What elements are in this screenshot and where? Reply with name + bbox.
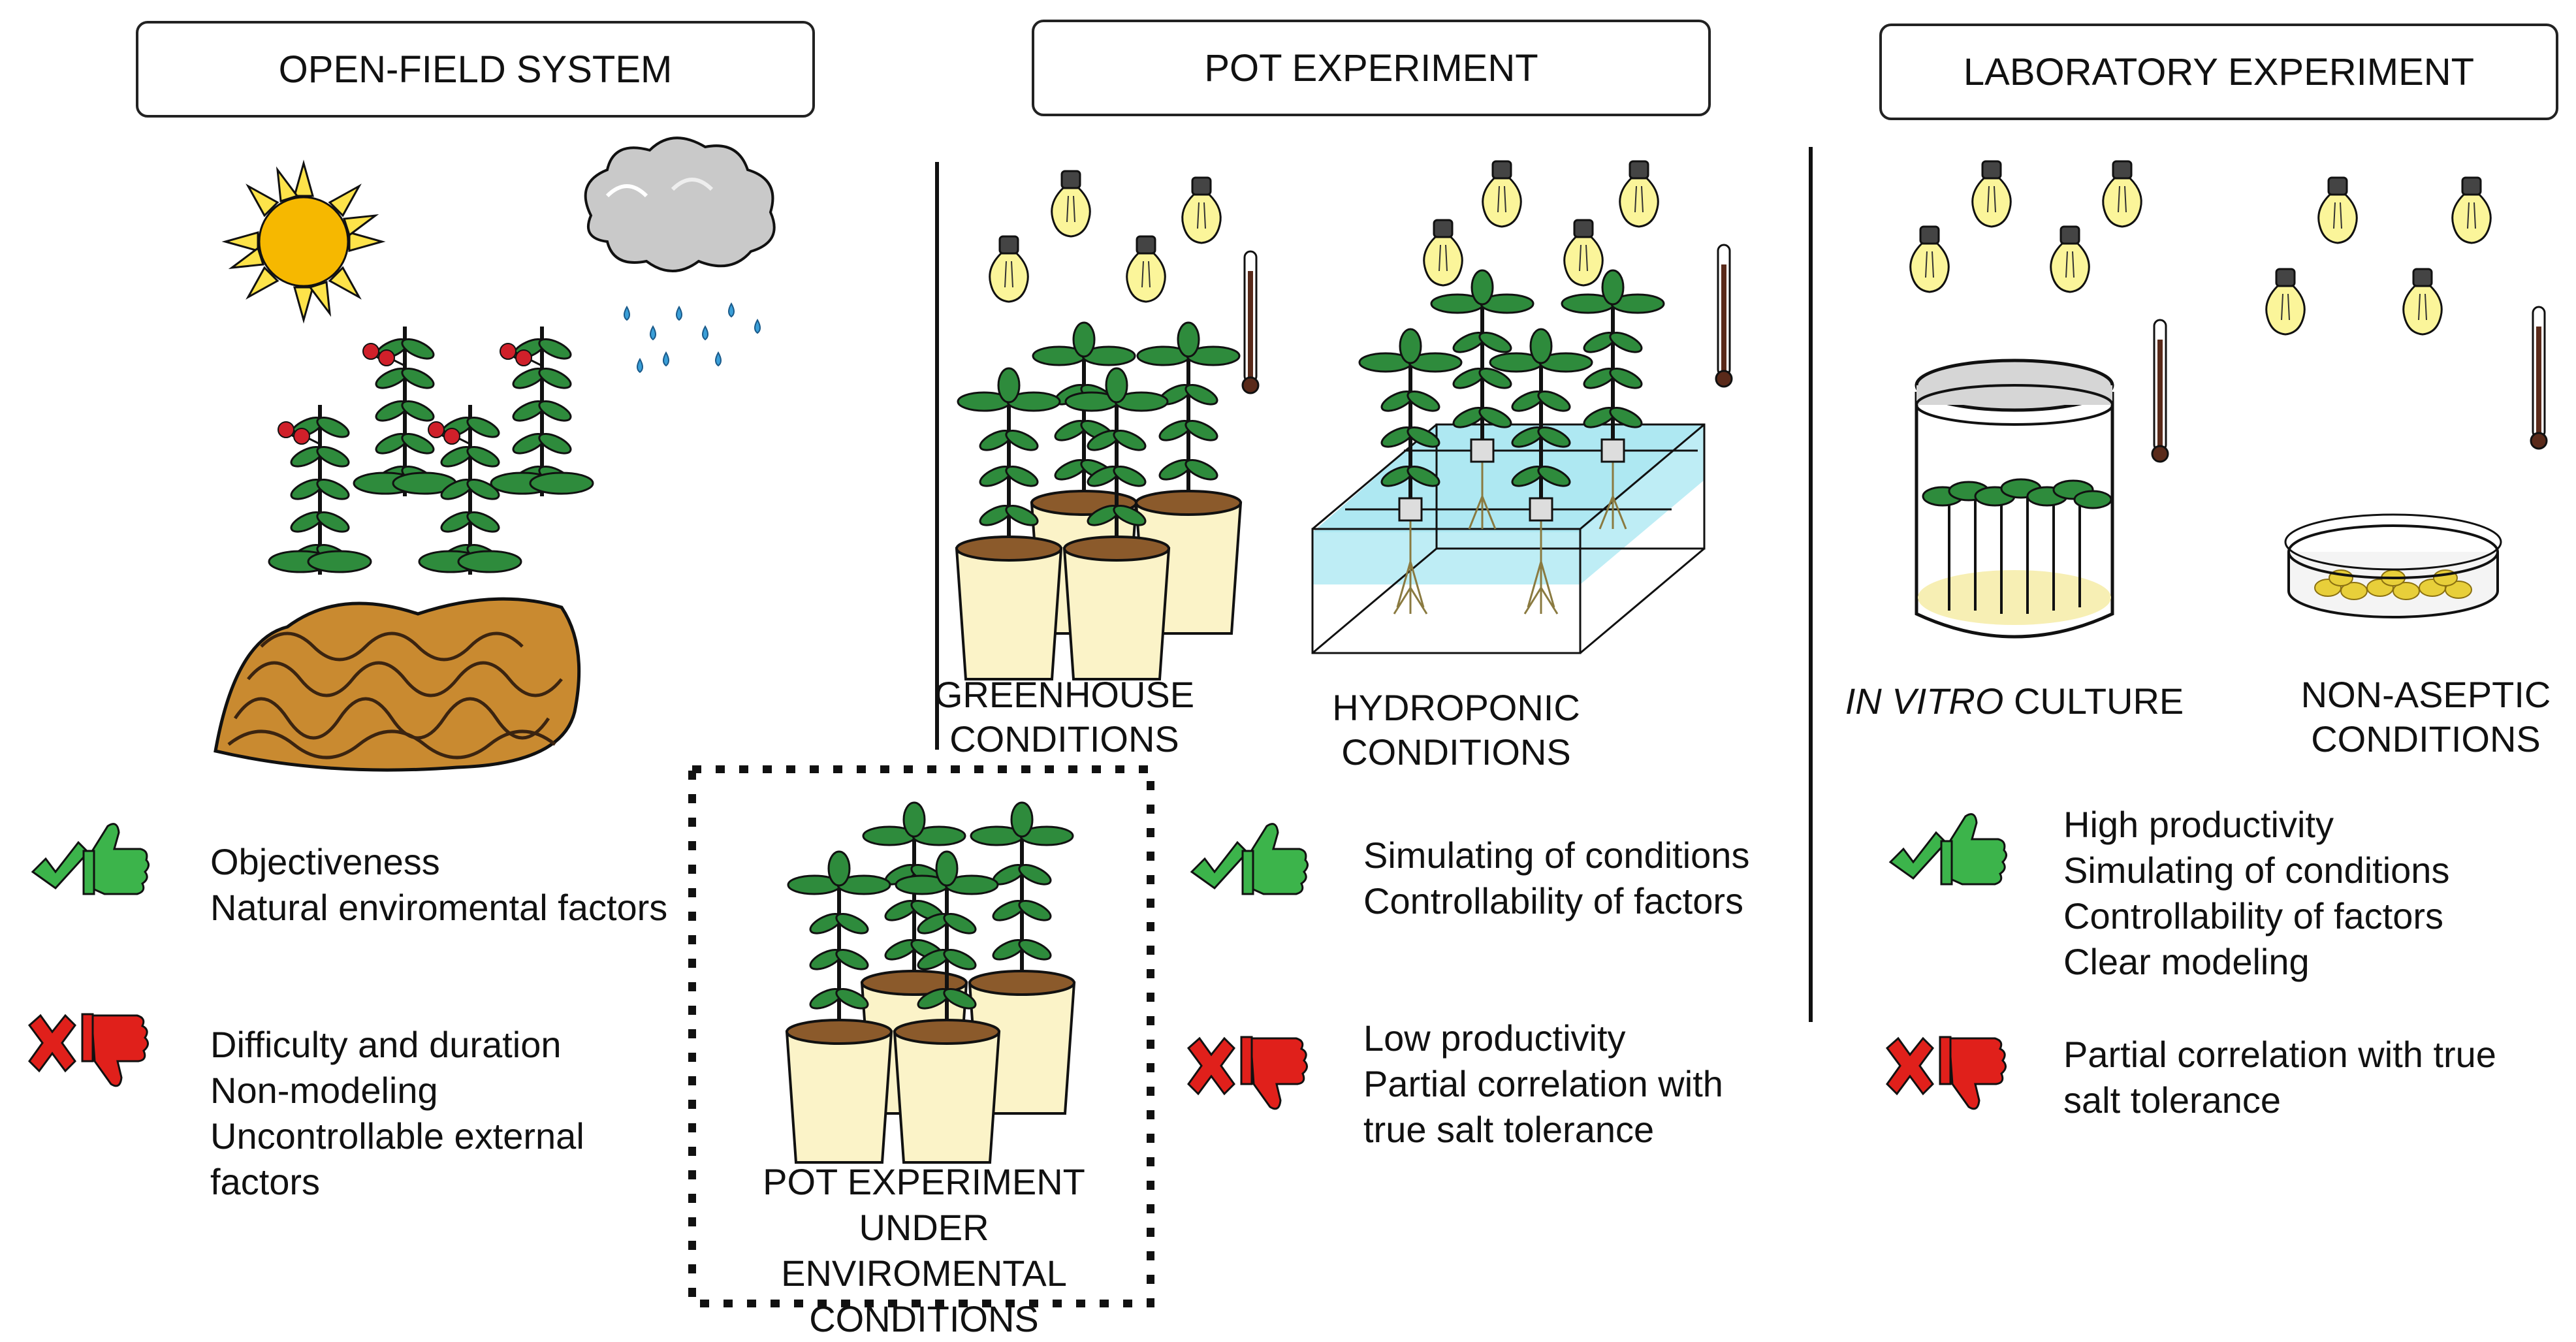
- greenhouse-pots: [955, 323, 1242, 680]
- lab-con-item: salt tolerance: [2063, 1079, 2282, 1121]
- caption-in-vitro-rest: CULTURE: [2003, 680, 2184, 722]
- greenhouse-bulbs: [989, 170, 1222, 303]
- open-field-pros: Objectiveness Natural enviromental facto…: [210, 839, 667, 931]
- caption-in-vitro-italic: IN VITRO: [1845, 680, 2004, 722]
- caption-in-vitro-line: IN VITRO CULTURE: [1822, 679, 2207, 724]
- lab-pro-item: Simulating of conditions: [2063, 850, 2450, 891]
- pot-env-dotted-box: [688, 765, 1154, 1307]
- open-field-con-item: Difficulty and duration: [210, 1024, 562, 1065]
- caption-pot-env-line3: CONDITIONS: [809, 1298, 1039, 1339]
- caption-hydroponic-line2: CONDITIONS: [1341, 731, 1571, 773]
- pot-pros: Simulating of conditions Controllability…: [1363, 833, 1749, 924]
- open-field-pro-item: Natural enviromental factors: [210, 887, 668, 928]
- hydroponic-tank: [1311, 423, 1706, 654]
- header-open-field: OPEN-FIELD SYSTEM: [136, 21, 815, 118]
- pot-con-item: true salt tolerance: [1363, 1109, 1655, 1150]
- caption-non-aseptic: NON-ASEPTIC CONDITIONS: [2285, 673, 2566, 761]
- separator-pot: [935, 162, 939, 750]
- lab-pro-item: Clear modeling: [2063, 941, 2310, 982]
- hydroponic-bulbs: [1423, 160, 1659, 287]
- soil-mound: [214, 597, 581, 772]
- caption-greenhouse-line2: CONDITIONS: [949, 718, 1179, 759]
- caption-non-aseptic-line2: CONDITIONS: [2311, 718, 2541, 759]
- lab-pro-item: High productivity: [2063, 804, 2334, 845]
- pot-pro-item: Simulating of conditions: [1363, 835, 1750, 876]
- rain-cloud-icon: [584, 136, 776, 374]
- illustration-canvas: [28, 136, 2548, 1307]
- lab-cons: Partial correlation with true salt toler…: [2063, 1032, 2496, 1123]
- header-laboratory-experiment: LABORATORY EXPERIMENT: [1879, 24, 2558, 120]
- thumbs-up-check-icon: [1889, 813, 2008, 886]
- in-vitro-thermometer: [2151, 319, 2169, 463]
- caption-hydroponic: HYDROPONIC CONDITIONS: [1326, 686, 1587, 775]
- hydroponic-thermometer: [1715, 244, 1733, 388]
- caption-greenhouse: GREENHOUSE CONDITIONS: [934, 673, 1195, 761]
- caption-pot-env-line1: POT EXPERIMENT: [763, 1161, 1085, 1202]
- separator-lab: [1809, 147, 1813, 1022]
- lab-pro-item: Controllability of factors: [2063, 895, 2444, 936]
- lab-pros: High productivity Simulating of conditio…: [2063, 802, 2449, 985]
- non-aseptic-thermometer: [2530, 306, 2548, 450]
- thumbs-up-check-icon: [1190, 823, 1309, 895]
- tomato-plants: [269, 327, 593, 575]
- greenhouse-thermometer: [1241, 250, 1260, 394]
- in-vitro-bulbs: [1909, 160, 2142, 293]
- header-pot-experiment: POT EXPERIMENT: [1032, 20, 1711, 116]
- pot-env-pots: [786, 803, 1075, 1164]
- thumbs-down-cross-icon: [28, 1013, 150, 1087]
- pot-pro-item: Controllability of factors: [1363, 880, 1744, 921]
- petri-dish: [2284, 513, 2502, 618]
- pot-cons: Low productivity Partial correlation wit…: [1363, 1015, 1723, 1153]
- caption-greenhouse-line1: GREENHOUSE: [934, 674, 1195, 715]
- sun-icon: [221, 159, 386, 324]
- open-field-pro-item: Objectiveness: [210, 841, 440, 882]
- non-aseptic-bulbs: [2265, 176, 2492, 336]
- pot-con-item: Partial correlation with: [1363, 1063, 1723, 1104]
- hydroponic-seedlings: [1360, 270, 1664, 615]
- caption-pot-env: POT EXPERIMENT UNDER ENVIROMENTAL CONDIT…: [712, 1159, 1136, 1342]
- caption-pot-env-line2: UNDER ENVIROMENTAL: [781, 1207, 1067, 1294]
- caption-hydroponic-line1: HYDROPONIC: [1332, 687, 1580, 728]
- in-vitro-jar: [1915, 359, 2114, 639]
- pot-con-item: Low productivity: [1363, 1017, 1626, 1059]
- open-field-con-item: Non-modeling: [210, 1070, 438, 1111]
- thumbs-down-cross-icon: [1187, 1036, 1309, 1110]
- thumbs-up-check-icon: [31, 823, 150, 895]
- lab-con-item: Partial correlation with true: [2063, 1034, 2496, 1075]
- thumbs-down-cross-icon: [1886, 1036, 2007, 1110]
- open-field-con-item: factors: [210, 1161, 321, 1202]
- caption-in-vitro: IN VITRO CULTURE: [1822, 679, 2207, 724]
- caption-non-aseptic-line1: NON-ASEPTIC: [2300, 674, 2551, 715]
- open-field-con-item: Uncontrollable external: [210, 1115, 584, 1157]
- open-field-cons: Difficulty and duration Non-modeling Unc…: [210, 1022, 584, 1205]
